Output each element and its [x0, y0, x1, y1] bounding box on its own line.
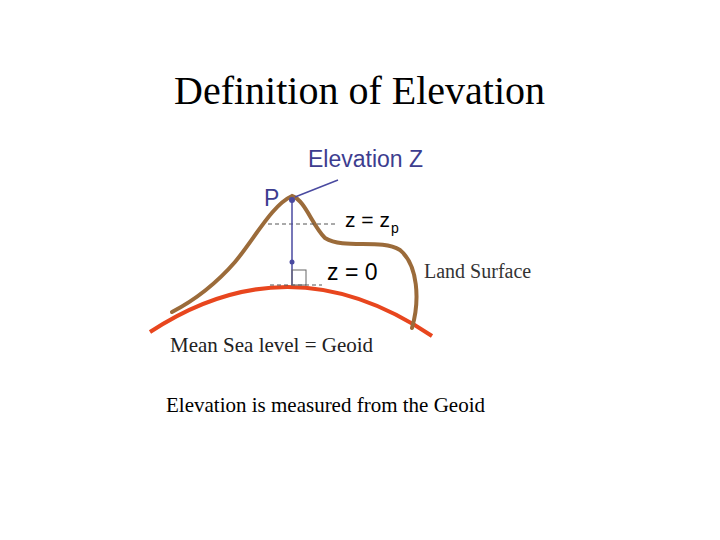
note-text: Elevation is measured from the Geoid [166, 393, 485, 417]
foot-dot [290, 260, 295, 265]
land-surface-curve [172, 196, 416, 328]
point-p-dot [289, 197, 295, 203]
right-angle-mark [292, 270, 306, 285]
subscript-label: p [391, 220, 399, 236]
elevation-leader [295, 180, 338, 197]
level-label: z = 0 [327, 259, 378, 285]
geoid-label: Mean Sea level = Geoid [170, 333, 373, 357]
surface-label: Land Surface [424, 260, 531, 283]
level-label: z = z [345, 208, 390, 232]
axis-label: Elevation Z [308, 146, 423, 172]
geoid-curve [150, 287, 432, 336]
zp-level-line [268, 224, 338, 225]
diagram-title: Definition of Elevation [174, 68, 545, 114]
point-label: P [264, 185, 279, 211]
